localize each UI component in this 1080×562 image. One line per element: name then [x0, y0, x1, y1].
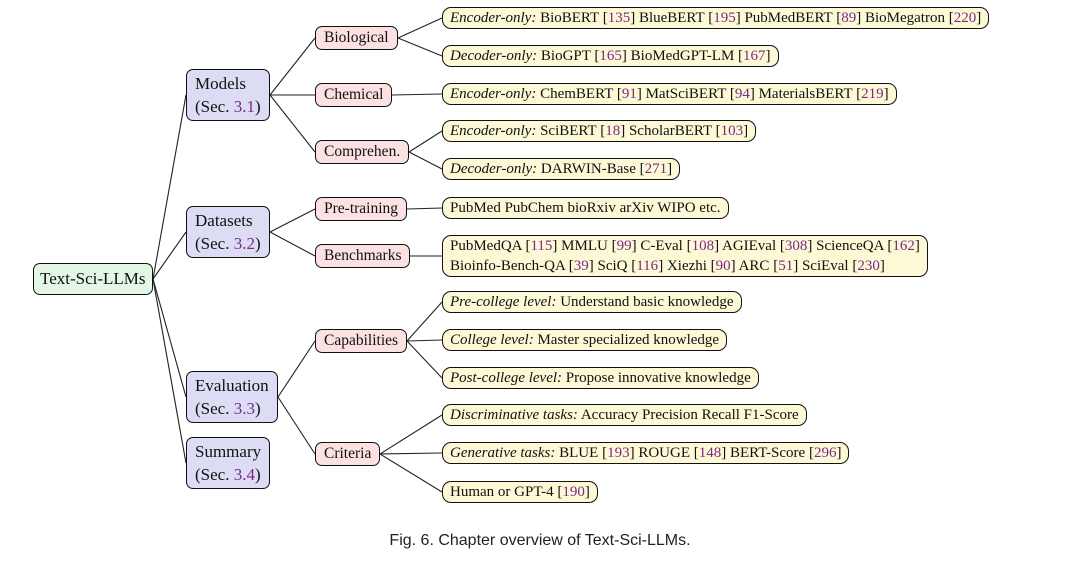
root-label: Text-Sci-LLMs — [40, 269, 146, 288]
section-ref: (Sec. 3.1) — [195, 97, 261, 116]
section-node-summary: Summary (Sec. 3.4) — [186, 437, 271, 489]
section-node-evaluation: Evaluation (Sec. 3.3) — [186, 371, 278, 423]
connector-line — [397, 17, 443, 39]
category-node-pre-training: Pre-training — [315, 197, 408, 221]
leaf-pre-training-sources: PubMed PubChem bioRxiv arXiv WIPO etc. — [442, 197, 729, 219]
category-node-benchmarks: Benchmarks — [315, 244, 411, 268]
category-node-criteria: Criteria — [315, 442, 381, 466]
connector-line — [277, 396, 316, 455]
leaf-biological-decoder: Decoder-only: BioGPT [165] BioMedGPT-LM … — [442, 45, 779, 67]
section-ref: (Sec. 3.3) — [195, 399, 261, 418]
connector-line — [379, 453, 443, 493]
connector-line — [406, 207, 443, 210]
connector-line — [277, 340, 316, 398]
leaf-biological-encoder: Encoder-only: BioBERT [135] BlueBERT [19… — [442, 7, 990, 29]
connector-line — [406, 339, 443, 342]
connector-line — [152, 278, 187, 464]
leaf-generative-tasks: Generative tasks: BLUE [193] ROUGE [148]… — [442, 442, 850, 464]
leaf-discriminative-tasks: Discriminative tasks: Accuracy Precision… — [442, 404, 807, 426]
connector-line — [269, 231, 316, 257]
connector-line — [152, 278, 187, 398]
connector-line — [379, 452, 443, 455]
leaf-pre-college-level: Pre-college level: Understand basic know… — [442, 291, 742, 313]
category-node-capabilities: Capabilities — [315, 329, 408, 353]
connector-line — [269, 208, 316, 233]
connector-line — [397, 37, 443, 57]
connector-line — [269, 94, 316, 153]
leaf-comprehensive-encoder: Encoder-only: SciBERT [18] ScholarBERT [… — [442, 120, 757, 142]
connector-line — [379, 414, 443, 455]
leaf-benchmarks-list: PubMedQA [115] MMLU [99] C-Eval [108] AG… — [442, 235, 928, 277]
section-node-datasets: Datasets (Sec. 3.2) — [186, 206, 270, 258]
connector-line — [152, 231, 187, 280]
section-node-models: Models (Sec. 3.1) — [186, 69, 270, 121]
connector-line — [406, 340, 443, 379]
leaf-comprehensive-decoder: Decoder-only: DARWIN-Base [271] — [442, 158, 681, 180]
section-ref: (Sec. 3.2) — [195, 234, 261, 253]
section-title: Evaluation — [195, 376, 269, 395]
connector-line — [152, 94, 187, 280]
category-node-chemical: Chemical — [315, 83, 393, 107]
leaf-chemical-encoder: Encoder-only: ChemBERT [91] MatSciBERT [… — [442, 83, 897, 105]
figure-caption: Fig. 6. Chapter overview of Text-Sci-LLM… — [389, 532, 691, 549]
leaf-post-college-level: Post-college level: Propose innovative k… — [442, 367, 759, 389]
section-title: Models — [195, 74, 246, 93]
section-title: Datasets — [195, 211, 253, 230]
connector-line — [269, 37, 316, 96]
section-title: Summary — [195, 442, 262, 461]
category-node-biological: Biological — [315, 26, 398, 50]
section-ref: (Sec. 3.4) — [195, 465, 261, 484]
category-node-comprehensive: Comprehen. — [315, 140, 410, 164]
leaf-college-level: College level: Master specialized knowle… — [442, 329, 728, 351]
connector-line — [391, 93, 443, 96]
leaf-human-or-gpt4: Human or GPT-4 [190] — [442, 481, 598, 503]
connector-line — [406, 301, 443, 342]
root-node: Text-Sci-LLMs — [33, 263, 153, 295]
connector-line — [408, 130, 443, 153]
connector-line — [408, 151, 443, 170]
